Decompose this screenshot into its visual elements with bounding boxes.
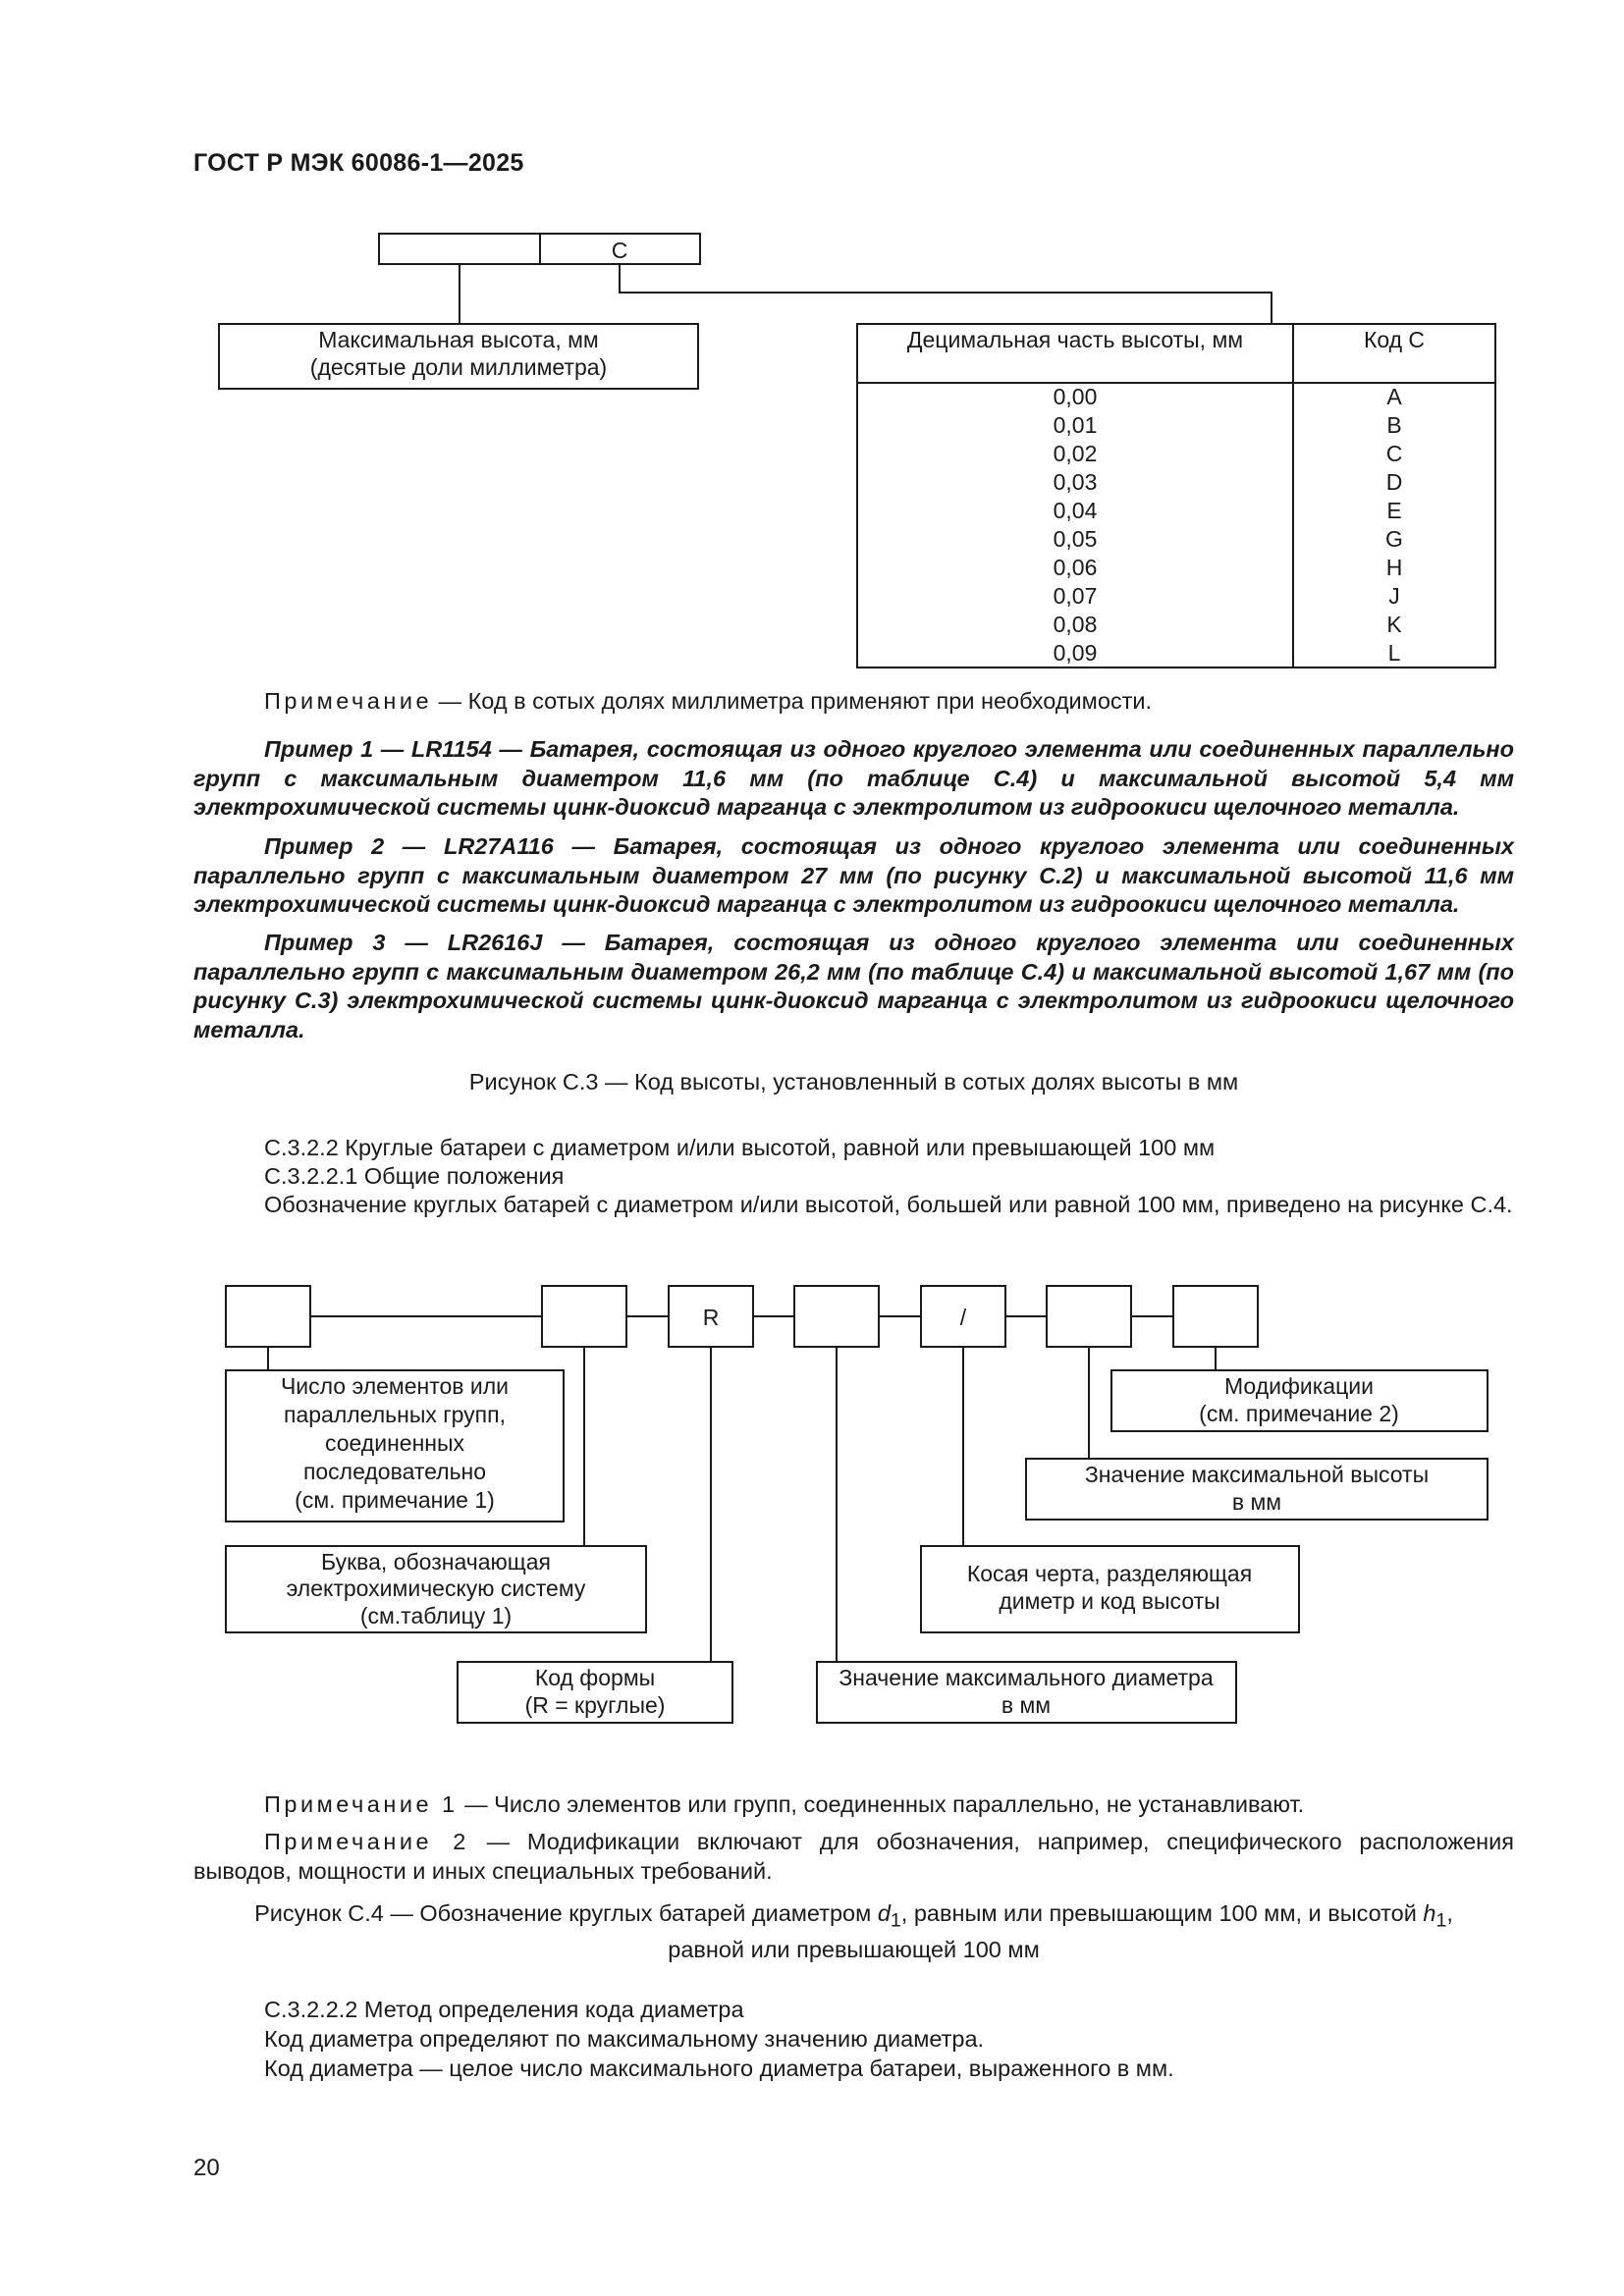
caption-d: d [877, 1900, 891, 1926]
count-label-3: соединенных [325, 1430, 465, 1456]
note-label: Примечание 2 [264, 1829, 469, 1854]
diameter-label-1: Значение максимального диаметра [839, 1665, 1213, 1690]
table-cell-code: C [1386, 441, 1403, 466]
height-label-1: Значение максимальной высоты [1085, 1462, 1429, 1487]
figure-c4-note-1: Примечание 1 — Число элементов или групп… [193, 1790, 1514, 1820]
section-heading-c32222: С.3.2.2.2 Метод определения кода диаметр… [264, 1997, 744, 2022]
figure-c3-diagram: C Максимальная высота, мм (десятые доли … [218, 233, 1496, 668]
figure-c3-caption: Рисунок С.3 — Код высоты, установленный … [468, 1069, 1239, 1095]
slash-label-1: Косая черта, разделяющая [967, 1561, 1252, 1586]
table-cell-code: L [1388, 640, 1401, 666]
count-label-1: Число элементов или [281, 1373, 509, 1399]
max-height-label-1: Максимальная высота, мм [318, 327, 599, 352]
table-cell-decimal: 0,04 [1054, 498, 1098, 523]
table-cell-decimal: 0,05 [1054, 526, 1098, 552]
caption-d-sub: 1 [890, 1909, 901, 1932]
figure-c3-note: Примечание — Код в сотых долях миллиметр… [193, 687, 1514, 717]
note-label: Примечание [264, 688, 433, 714]
figure-c4-diagram: R / Число элементов или параллельных гру… [225, 1285, 1489, 1724]
example-2: Пример 2 — LR27A116 — Батарея, состоящая… [193, 833, 1514, 917]
table-header-code: Код C [1364, 327, 1425, 352]
caption-h: h [1423, 1900, 1436, 1926]
table-cell-code: K [1386, 612, 1402, 637]
letter-label-2: электрохимическую систему [287, 1575, 586, 1601]
figure-c4-note-2: Примечание 2 — Модификации включают для … [193, 1828, 1514, 1886]
page-header: ГОСТ Р МЭК 60086-1—2025 [193, 149, 524, 177]
letter-label-3: (см.таблицу 1) [360, 1603, 512, 1629]
caption-text: Рисунок С.4 — Обозначение круглых батаре… [254, 1900, 878, 1926]
table-cell-code: D [1386, 469, 1403, 495]
section-paragraph: Обозначение круглых батарей с диаметром … [264, 1192, 1513, 1217]
count-label-2: параллельных групп, [284, 1402, 506, 1427]
note-text: — Код в сотых долях миллиметра применяют… [432, 688, 1153, 714]
height-label-2: в мм [1232, 1489, 1281, 1515]
count-label-5: (см. примечание 1) [295, 1487, 495, 1513]
note-label: Примечание 1 [264, 1791, 459, 1817]
caption-text: , [1446, 1900, 1453, 1926]
table-cell-decimal: 0,06 [1054, 555, 1098, 580]
max-height-label-2: (десятые доли миллиметра) [310, 354, 607, 380]
caption-text-line2: равной или превышающей 100 мм [668, 1936, 1040, 1962]
page-number: 20 [193, 2155, 220, 2181]
caption-h-sub: 1 [1435, 1909, 1447, 1932]
example-1: Пример 1 — LR1154 — Батарея, состоящая и… [193, 736, 1514, 820]
example-3: Пример 3 — LR2616J — Батарея, состоящая … [193, 930, 1514, 1042]
caption-text: , равным или превышающим 100 мм, и высот… [900, 1900, 1424, 1926]
diameter-code-line-2: Код диаметра — целое число максимального… [264, 2056, 1174, 2081]
table-cell-decimal: 0,09 [1054, 640, 1098, 666]
table-cell-code: B [1386, 412, 1401, 438]
figure-c4-caption: Рисунок С.4 — Обозначение круглых батаре… [193, 1899, 1514, 1964]
mods-label-1: Модификации [1224, 1373, 1374, 1399]
diameter-label-2: в мм [1001, 1692, 1051, 1718]
section-heading-c3221: С.3.2.2 Круглые батареи с диаметром и/ил… [264, 1135, 1216, 1160]
table-cell-decimal: 0,03 [1054, 469, 1098, 495]
slash-label-2: диметр и код высоты [999, 1588, 1219, 1614]
table-rows: 0,00 A 0,01 B 0,02 C 0,03 D 0,04 E 0,05 … [1054, 384, 1403, 666]
code-c-letter: C [612, 238, 628, 263]
shape-label-2: (R = круглые) [525, 1692, 666, 1718]
table-cell-code: G [1385, 526, 1403, 552]
table-cell-code: J [1388, 583, 1400, 609]
table-cell-code: E [1386, 498, 1401, 523]
mods-label-2: (см. примечание 2) [1199, 1401, 1399, 1426]
table-cell-decimal: 0,00 [1054, 384, 1098, 409]
table-cell-code: H [1386, 555, 1403, 580]
note-text: — Число элементов или групп, соединенных… [458, 1791, 1305, 1817]
table-cell-decimal: 0,01 [1054, 412, 1098, 438]
diameter-code-line-1: Код диаметра определяют по максимальному… [264, 2026, 985, 2052]
box-r-label: R [703, 1305, 720, 1330]
note-text: — Модификации включают для обозначения, … [193, 1829, 1514, 1884]
letter-label-1: Буква, обозначающая [321, 1549, 551, 1575]
table-cell-decimal: 0,07 [1054, 583, 1098, 609]
table-cell-decimal: 0,08 [1054, 612, 1098, 637]
section-heading-c32221: С.3.2.2.1 Общие положения [264, 1163, 565, 1189]
table-cell-decimal: 0,02 [1054, 441, 1098, 466]
box-slash-label: / [960, 1305, 967, 1330]
table-cell-code: A [1386, 384, 1402, 409]
count-label-4: последовательно [303, 1459, 486, 1484]
shape-label-1: Код формы [535, 1665, 655, 1690]
table-header-decimal: Децимальная часть высоты, мм [907, 327, 1243, 352]
